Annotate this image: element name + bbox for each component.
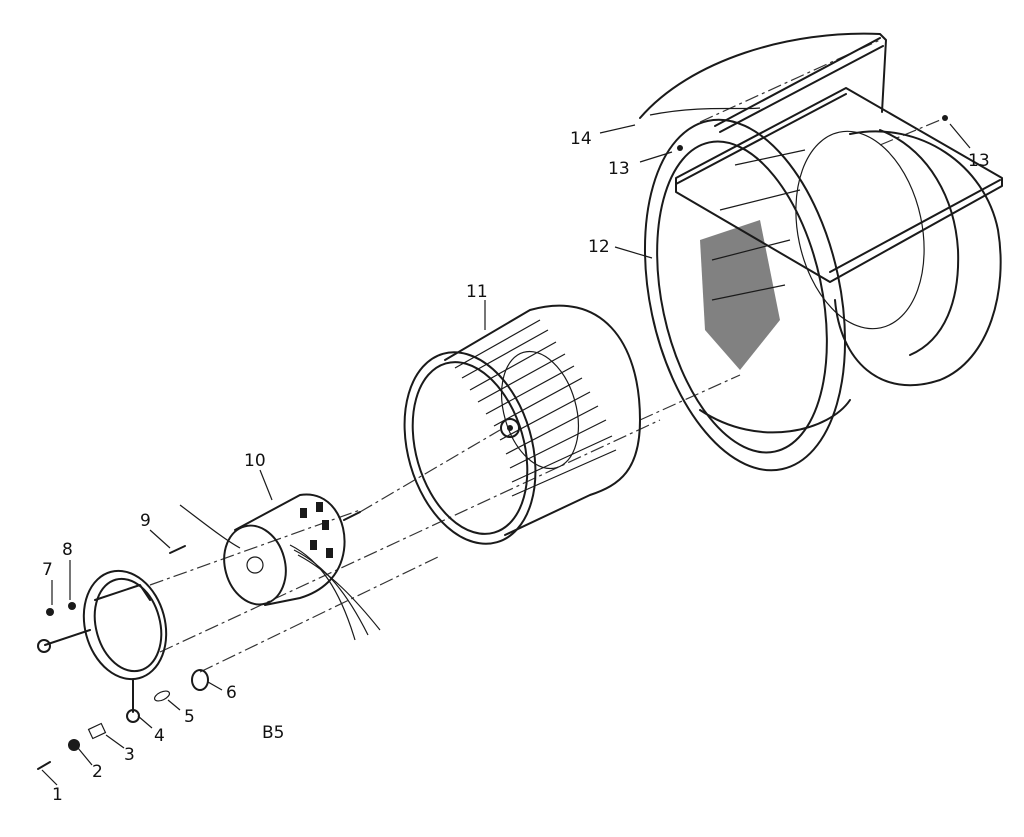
callout-13-right: 13: [968, 151, 990, 171]
blower-motor: [179, 493, 381, 641]
callout-10: 10: [244, 451, 266, 471]
callout-14: 14: [570, 129, 592, 149]
callout-11: 11: [466, 282, 488, 302]
blower-wheel: [403, 304, 641, 545]
callout-9: 9: [140, 511, 151, 531]
callout-3: 3: [124, 745, 135, 765]
callout-5: 5: [184, 707, 195, 727]
model-code-label: B5: [262, 723, 284, 743]
callout-2: 2: [92, 762, 103, 782]
callout-6: 6: [226, 683, 237, 703]
callout-4: 4: [154, 726, 165, 746]
motor-mount-bracket: [37, 569, 168, 723]
blower-housing: [643, 87, 1003, 472]
leader-lines: [41, 123, 971, 786]
callout-12: 12: [588, 237, 610, 257]
callout-13-left: 13: [608, 159, 630, 179]
callout-labels: 1 2 3 4 5 6 7 8 9 10 11 12 13 13 14 B5: [42, 129, 990, 805]
callout-8: 8: [62, 540, 73, 560]
hardware-parts: [37, 115, 948, 770]
blower-top-cover: [639, 32, 887, 133]
callout-7: 7: [42, 560, 53, 580]
callout-1: 1: [52, 785, 63, 805]
